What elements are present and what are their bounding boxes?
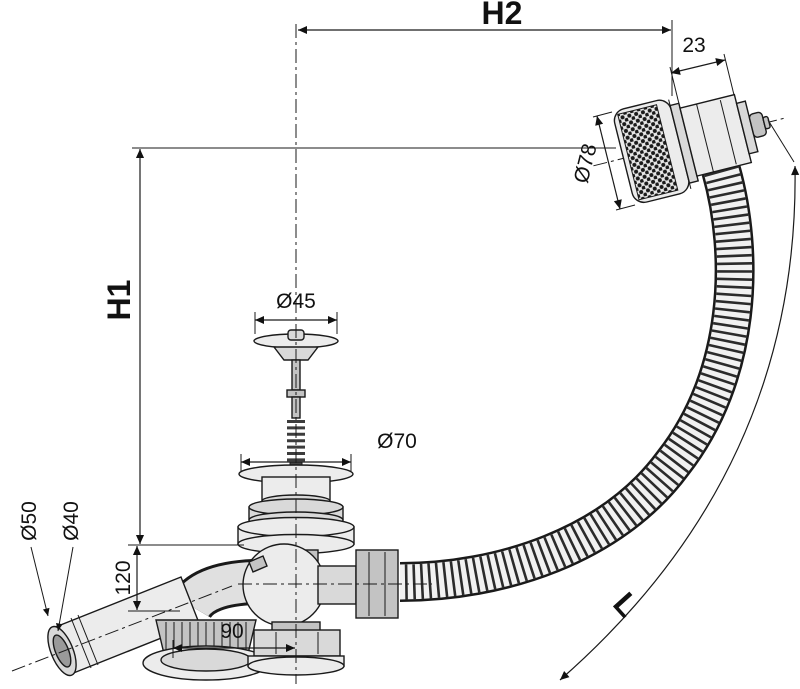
dimension-H1: H1	[101, 147, 616, 546]
centerlines	[11, 24, 432, 684]
dimension-label-l: L	[606, 585, 646, 624]
dimension-label-d50: Ø50	[18, 501, 41, 541]
siphon-tee	[242, 543, 399, 627]
dimension-90: 90	[172, 620, 295, 658]
dimension-70: Ø70	[240, 430, 417, 471]
tail-nut	[253, 629, 341, 657]
dimension-H2: H2	[298, 0, 673, 96]
dimension-label-d40: Ø40	[60, 501, 83, 541]
tee-ball	[242, 543, 326, 627]
dimension-label-d45: Ø45	[276, 290, 316, 313]
floor-base-left	[142, 619, 270, 681]
tee-outlet-pipe	[317, 565, 357, 605]
dimension-label-120: 120	[112, 560, 135, 595]
corrugated-hose	[399, 164, 755, 602]
outlet-bore	[52, 634, 72, 668]
dimension-120: 120	[112, 546, 180, 612]
tee-clip	[248, 555, 268, 573]
dimension-label-23: 23	[682, 34, 705, 57]
overflow-head	[593, 93, 787, 204]
dimension-L: L	[559, 119, 800, 681]
dimension-label-90: 90	[220, 620, 243, 643]
dimension-45: Ø45	[254, 290, 338, 334]
dimension-23: 23	[669, 34, 735, 109]
dimension-label-h2: H2	[482, 0, 523, 31]
dimension-label-d70: Ø70	[377, 430, 417, 453]
dimension-label-h1: H1	[101, 280, 137, 321]
dimension-50-40: Ø50 Ø40	[18, 501, 83, 632]
